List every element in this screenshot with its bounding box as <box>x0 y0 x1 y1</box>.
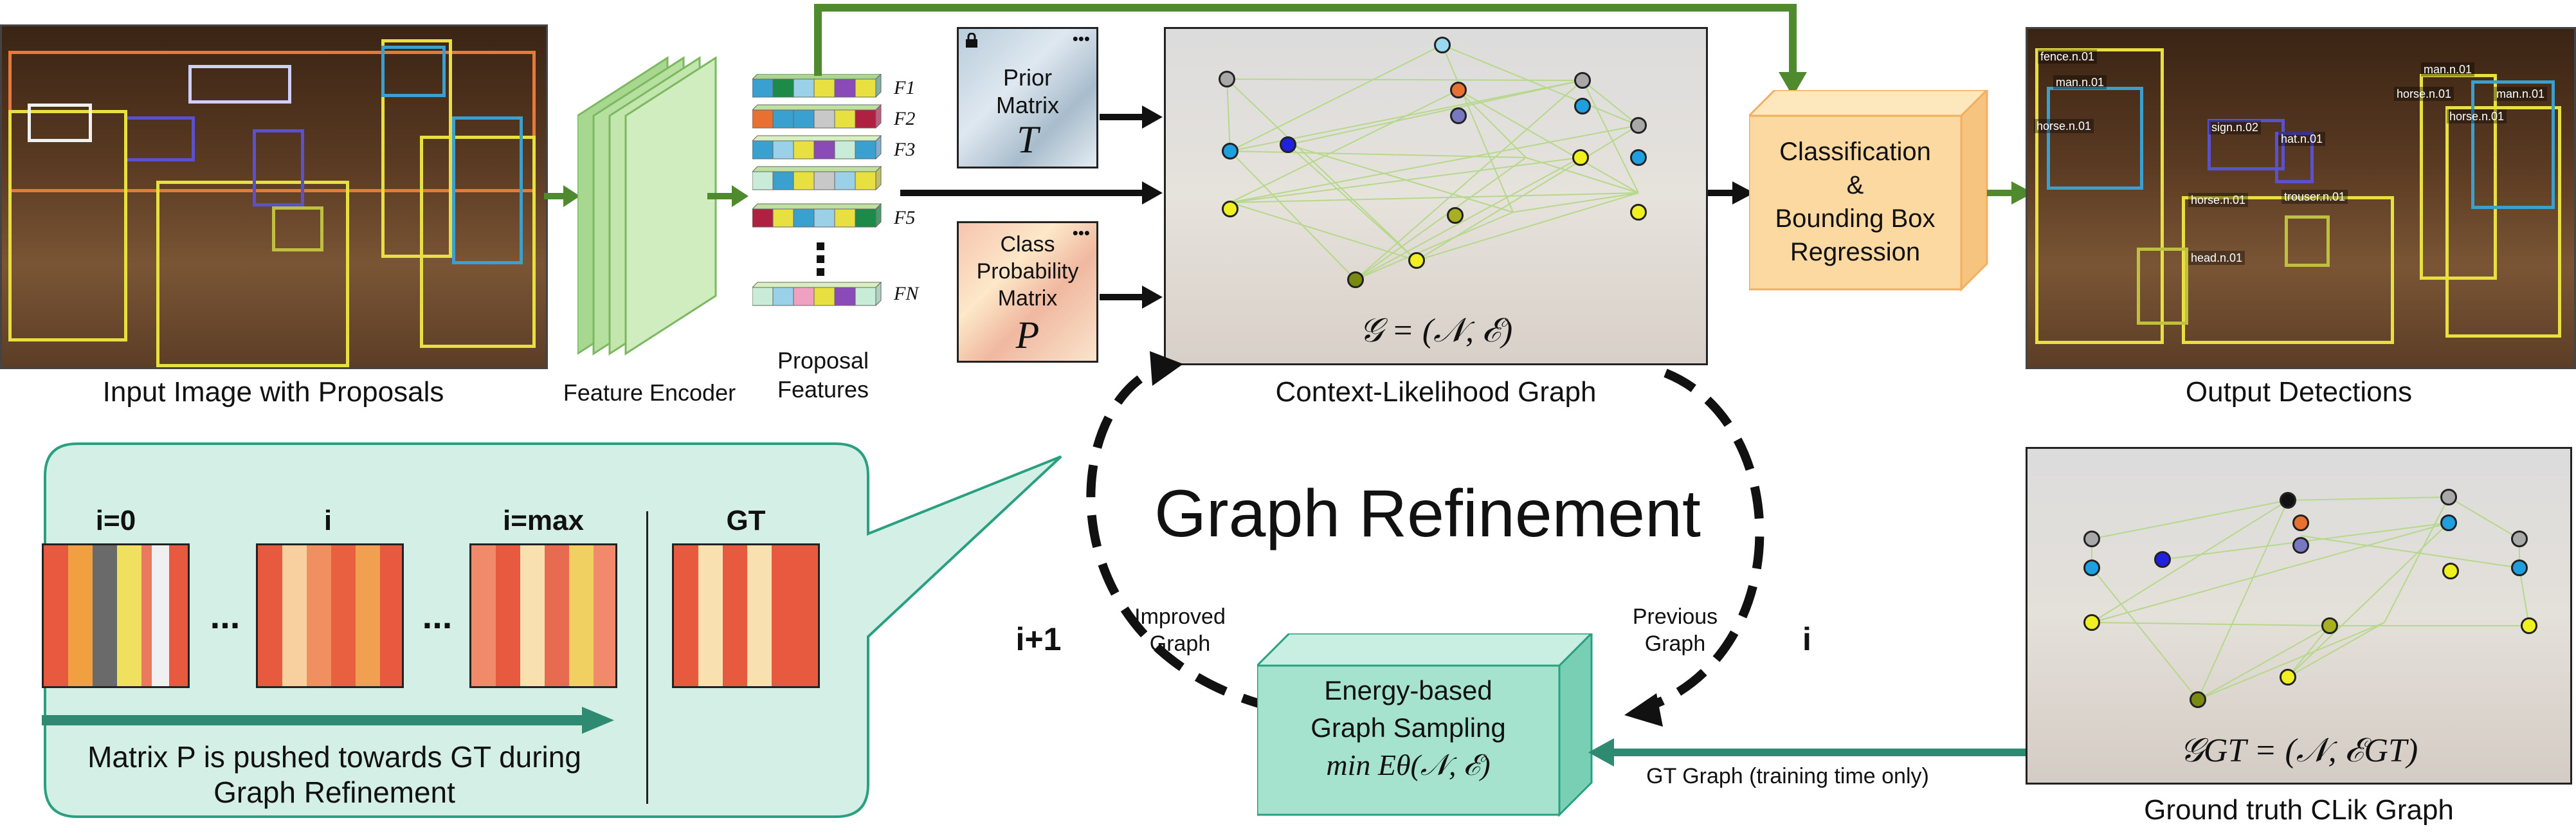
feature-row-f1 <box>752 74 882 98</box>
feature-row-f3 <box>752 134 882 160</box>
ground-truth-graph: 𝒢GT = (𝒩, ℰGT) <box>2026 447 2572 785</box>
context-graph-label: Context-Likelihood Graph <box>1275 376 1597 408</box>
iteration-current-label: i <box>1802 621 1811 657</box>
detection-tag: man.n.01 <box>2053 75 2107 89</box>
detection-tag: sign.n.02 <box>2209 120 2262 134</box>
previous-graph-label-1: Previous <box>1632 604 1718 629</box>
callout-ellipsis-1: ... <box>210 595 240 636</box>
feature-encoder-label: Feature Encoder <box>563 379 736 406</box>
feature-label-f2: F2 <box>894 108 916 129</box>
gt-graph-note: GT Graph (training time only) <box>1646 764 1929 788</box>
graph-node <box>1450 82 1467 98</box>
graph-node <box>1574 98 1591 114</box>
ground-truth-graph-label: Ground truth CLik Graph <box>2144 794 2454 826</box>
energy-box: Energy-based Graph Sampling min Eθ(𝒩, ℰ) <box>1311 675 1506 781</box>
graph-node <box>1450 107 1467 124</box>
callout-caption-1: Matrix P is pushed towards GT during <box>87 740 581 774</box>
proposal-features-label-2: Features <box>777 376 869 403</box>
arrow-graph-to-classification <box>1708 181 1754 204</box>
feature-label-fn: FN <box>894 283 919 304</box>
graph-node <box>1574 72 1591 89</box>
graph-formula: 𝒢 = (𝒩, ℰ) <box>1359 313 1513 349</box>
arrow-gt-to-energy <box>1588 738 2026 767</box>
feature-dots <box>817 242 824 276</box>
detection-tag: man.n.01 <box>2421 62 2475 77</box>
context-likelihood-graph: 𝒢 = (𝒩, ℰ) <box>1164 27 1708 365</box>
callout-caption-2: Graph Refinement <box>213 776 455 809</box>
input-image <box>0 24 548 369</box>
graph-node <box>1630 117 1647 134</box>
gt-formula: 𝒢GT = (𝒩, ℰGT) <box>2179 732 2418 769</box>
arrows-into-graph <box>900 105 1163 309</box>
proposal-features <box>752 74 882 307</box>
improved-graph-label-2: Graph <box>1149 632 1211 656</box>
callout-header-gt: GT <box>726 505 766 536</box>
classification-box-shape <box>1749 90 1989 292</box>
refinement-loop <box>1086 351 1764 727</box>
detection-tag: fence.n.01 <box>2038 50 2098 64</box>
energy-box-shape <box>1257 633 1593 817</box>
graph-node <box>1408 252 1425 269</box>
arrow-encoder-to-features <box>707 185 748 207</box>
callout-divider <box>646 511 648 804</box>
classification-box: Classification & Bounding Box Regression <box>1775 138 1936 266</box>
previous-graph-label-2: Graph <box>1644 632 1706 656</box>
arrow-input-to-encoder <box>544 185 580 207</box>
improved-graph-label-1: Improved <box>1134 604 1226 629</box>
graph-node <box>1572 149 1589 166</box>
feature-label-f3: F3 <box>894 139 916 160</box>
matrix-i <box>256 543 404 688</box>
arrow-classification-to-output <box>1987 181 2033 204</box>
matrix-i0 <box>42 543 190 688</box>
callout-header-i: i <box>323 505 332 536</box>
feature-row-f2 <box>752 104 882 129</box>
detection-tag: horse.n.01 <box>2188 193 2249 207</box>
arrow-features-to-classification <box>814 4 1807 96</box>
proposal-features-label-1: Proposal <box>777 347 869 374</box>
callout-header-imax: i=max <box>503 505 584 536</box>
feature-row-fn <box>752 281 882 307</box>
detection-tag: man.n.01 <box>2494 87 2548 101</box>
graph-node <box>1447 207 1464 224</box>
matrix-gt <box>672 543 820 688</box>
callout-ellipsis-2: ... <box>422 595 453 636</box>
graph-node <box>1222 201 1238 217</box>
callout-header-i0: i=0 <box>95 505 136 536</box>
detection-tag: hat.n.01 <box>2278 132 2326 146</box>
detection-tag: horse.n.01 <box>2034 119 2094 133</box>
matrix-imax <box>469 543 617 688</box>
output-detections-image: fence.n.01 man.n.01 horse.n.01 sign.n.02… <box>2026 27 2576 369</box>
detection-tag: head.n.01 <box>2188 251 2245 265</box>
output-detections-label: Output Detections <box>2185 376 2413 408</box>
feature-row-f5 <box>752 203 882 228</box>
graph-node <box>1434 37 1451 53</box>
prior-matrix: ••• Prior Matrix T <box>957 27 1098 168</box>
feature-label-f5: F5 <box>894 207 916 228</box>
detection-tag: horse.n.01 <box>2394 87 2454 101</box>
input-image-label: Input Image with Proposals <box>102 376 444 408</box>
graph-node <box>1280 136 1296 153</box>
callout-progress-arrow <box>42 707 614 734</box>
graph-node <box>1219 71 1235 87</box>
feature-row-f4 <box>752 165 882 191</box>
feature-label-f1: F1 <box>894 77 916 98</box>
graph-node <box>1630 204 1647 221</box>
detection-tag: horse.n.01 <box>2447 109 2507 123</box>
detection-tag: trouser.n.01 <box>2281 190 2348 204</box>
graph-node <box>1222 143 1238 159</box>
class-probability-matrix: ••• Class Probability Matrix P <box>957 221 1098 363</box>
graph-node <box>1347 271 1364 288</box>
feature-encoder-block <box>577 56 717 356</box>
lock-icon <box>964 32 979 48</box>
graph-refinement-title: Graph Refinement <box>1154 477 1701 551</box>
graph-node <box>1630 149 1647 166</box>
iteration-next-label: i+1 <box>1015 621 1062 657</box>
